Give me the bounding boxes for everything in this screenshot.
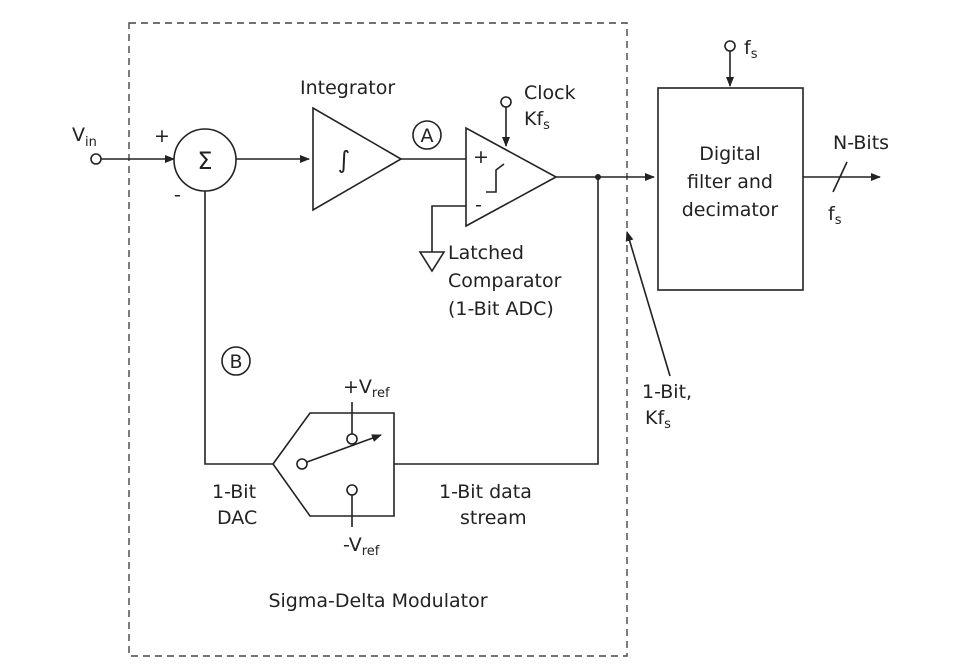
dac-block: [272, 412, 395, 517]
dac-switch-arm: [306, 434, 382, 463]
latched-label-line1: Latched: [448, 242, 524, 264]
onebit-pointer-line: [625, 231, 671, 377]
node-b-label: B: [229, 351, 242, 373]
onebit-label-line1: 1-Bit,: [642, 381, 692, 403]
modulator-label: Sigma-Delta Modulator: [268, 590, 487, 612]
vin-label: Vin: [72, 124, 97, 150]
dac-label-line1: 1-Bit: [212, 481, 256, 503]
latched-label-line2: Comparator: [448, 270, 562, 292]
onebit-label-line2: Kfs: [645, 407, 671, 432]
dac-to-sum-wire: [204, 191, 273, 465]
nbits-label: N-Bits: [833, 132, 889, 154]
integrator-block: [312, 106, 403, 212]
ground-icon: [418, 251, 446, 273]
comparator-minus-sign: -: [475, 194, 482, 216]
clock-terminal: [500, 96, 512, 108]
fs-terminal: [724, 40, 736, 52]
comparator-block: [465, 126, 558, 228]
vref-minus-label: -Vref: [343, 534, 380, 559]
feedback-wire: [394, 177, 599, 465]
stream-label-line1: 1-Bit data: [439, 481, 532, 503]
fs-out-label: fs: [828, 203, 842, 228]
vin-terminal: [90, 153, 102, 165]
filter-label-line2: filter and: [687, 171, 773, 193]
integral-symbol: ∫: [338, 146, 351, 174]
integrator-label: Integrator: [300, 77, 395, 99]
node-b-marker: [221, 346, 251, 376]
latched-label-line3: (1-Bit ADC): [448, 298, 554, 320]
vref-plus-label: +Vref: [343, 376, 390, 401]
clock-label-line2: Kfs: [524, 108, 550, 133]
comparator-ground-wire: [431, 205, 466, 252]
sum-minus-sign: -: [174, 184, 181, 206]
clock-label-line1: Clock: [524, 82, 576, 104]
fs-top-label: fs: [744, 37, 758, 62]
filter-label-line3: decimator: [682, 199, 779, 221]
comparator-plus-sign: +: [473, 146, 489, 168]
digital-filter-block: [657, 87, 804, 291]
sum-plus-sign: +: [154, 125, 170, 147]
filter-label-line1: Digital: [699, 143, 761, 165]
dac-switch-pivot: [296, 458, 308, 470]
hysteresis-symbol: [486, 163, 505, 193]
dac-vref-minus-contact: [346, 484, 358, 496]
stream-label-line2: stream: [460, 507, 527, 529]
dac-label-line2: DAC: [217, 507, 257, 529]
modulator-boundary: [128, 22, 628, 657]
sigma-symbol: Σ: [197, 147, 212, 175]
dac-vref-plus-contact: [346, 433, 358, 445]
bus-slash: [832, 161, 848, 193]
node-a-marker: [412, 120, 442, 150]
node-a-label: A: [421, 125, 434, 147]
